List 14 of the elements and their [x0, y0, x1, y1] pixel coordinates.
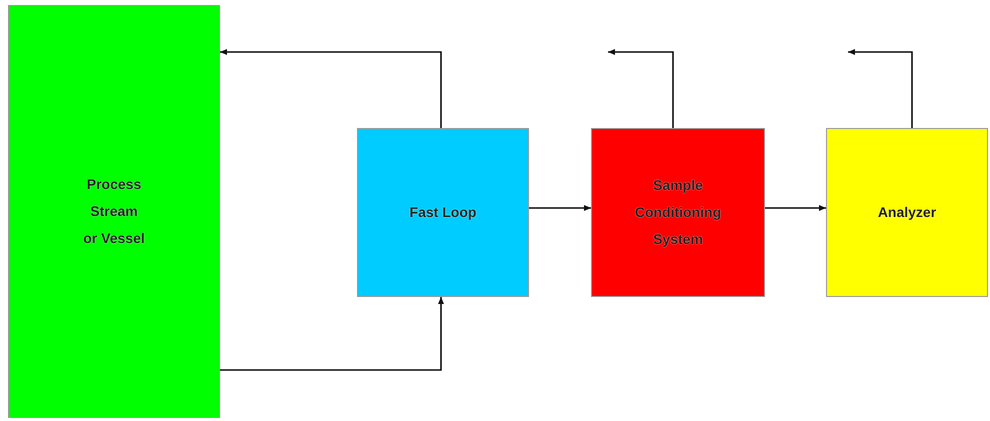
node-label: Fast Loop	[408, 203, 478, 222]
arrow	[848, 49, 913, 128]
arrow	[608, 49, 674, 128]
arrow	[765, 205, 826, 211]
node-label: Sample Conditioning System	[634, 176, 722, 249]
node-label: Analyzer	[876, 203, 938, 222]
process-box	[591, 128, 765, 297]
arrow	[220, 49, 442, 128]
arrow	[529, 205, 591, 211]
process-box	[826, 128, 988, 297]
process-box	[357, 128, 529, 297]
process-vessel-box	[8, 5, 220, 418]
arrow	[220, 297, 444, 371]
node-label: Process Stream or Vessel	[83, 175, 145, 248]
